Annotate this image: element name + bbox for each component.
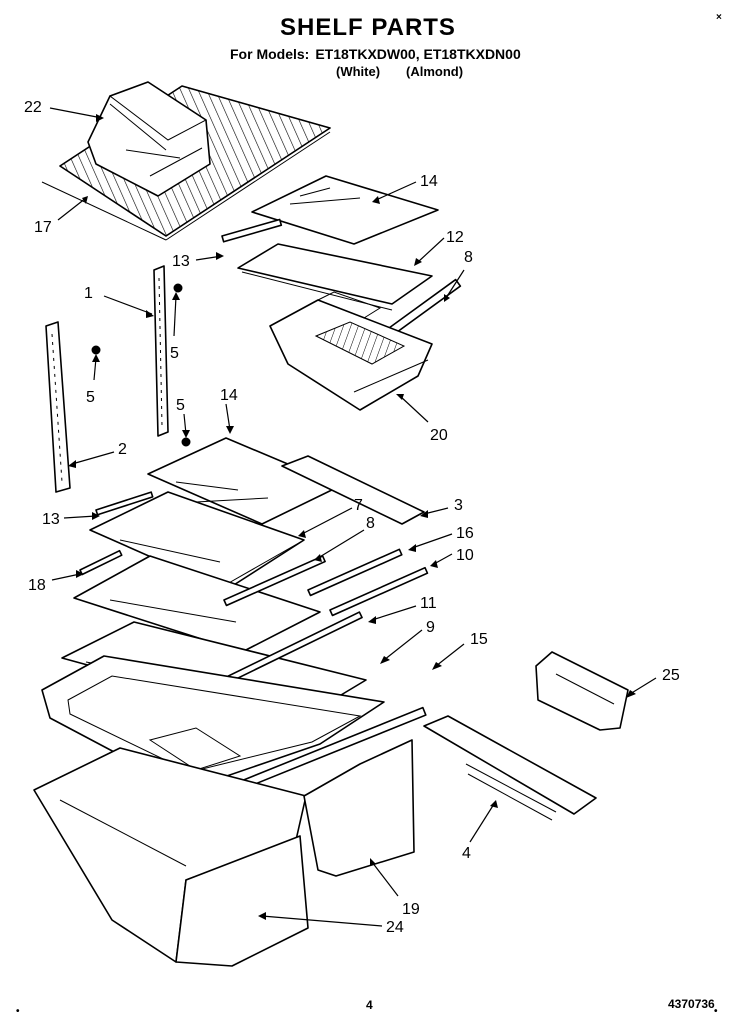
part-2-shelf-rail-left (45, 321, 71, 493)
callout-11: 11 (420, 595, 437, 612)
corner-mark-bottom-left: • (16, 1006, 20, 1017)
part-25-utility-bin (535, 651, 629, 731)
callout-3: 3 (454, 497, 463, 514)
callout-15: 15 (470, 631, 488, 648)
part-24-crisper-drawer-left (33, 747, 309, 967)
callout-12: 12 (446, 229, 464, 246)
corner-mark-top-right: × (716, 12, 722, 23)
callout-24: 24 (386, 919, 404, 936)
callout-1: 1 (84, 285, 93, 302)
callout-5-a: 5 (170, 345, 179, 362)
finish-white-label: (White) (336, 64, 381, 79)
callout-14-lower: 14 (220, 387, 238, 404)
part-10-trim (329, 566, 429, 617)
part-1-shelf-rail-right (153, 265, 169, 437)
part-22-snack-bin (87, 81, 211, 197)
callout-13-lower: 13 (42, 511, 60, 528)
callout-5-c: 5 (176, 397, 185, 414)
callout-labels: 22 17 14 12 13 8 1 5 5 5 20 14 2 3 7 8 1… (24, 99, 680, 936)
callout-17: 17 (34, 219, 52, 236)
leader-lines (49, 107, 657, 927)
part-14-glass-shelf-upper (251, 175, 439, 245)
callout-5-b: 5 (86, 389, 95, 406)
callout-22: 22 (24, 99, 42, 116)
callout-13-upper: 13 (172, 253, 190, 270)
part-12-shelf-frame (237, 243, 433, 311)
document-number: 4370736 (668, 997, 715, 1011)
callout-16: 16 (456, 525, 474, 542)
part-8-shelf-frame-middle (73, 549, 326, 653)
callout-8-lower: 8 (366, 515, 375, 532)
callout-7: 7 (354, 497, 363, 514)
callout-18: 18 (28, 577, 46, 594)
part-20-meat-pan (269, 291, 433, 411)
part-16-trim (307, 548, 403, 597)
corner-mark-bottom-right: • (714, 1006, 718, 1017)
finish-almond-label: (Almond) (406, 64, 464, 79)
part-19-crisper-drawer-right (303, 739, 415, 877)
callout-19: 19 (402, 901, 420, 918)
page-number: 4 (366, 998, 373, 1012)
model-numbers: ET18TKXDW00, ET18TKXDN00 (315, 46, 521, 62)
page-title: SHELF PARTS (280, 14, 456, 41)
callout-9: 9 (426, 619, 435, 636)
callout-10: 10 (456, 547, 474, 564)
model-line: For Models: ET18TKXDW00, ET18TKXDN00 (230, 46, 521, 62)
models-label: For Models: (230, 46, 310, 62)
callout-14-upper: 14 (420, 173, 438, 190)
callout-25: 25 (662, 667, 680, 684)
part-13-trim-upper (221, 218, 283, 243)
callout-2: 2 (118, 441, 127, 458)
callout-8-upper: 8 (464, 249, 473, 266)
callout-4: 4 (462, 845, 471, 862)
callout-20: 20 (430, 427, 448, 444)
part-3-glass-panel (281, 455, 425, 525)
part-4-shelf-bracket (423, 715, 597, 821)
